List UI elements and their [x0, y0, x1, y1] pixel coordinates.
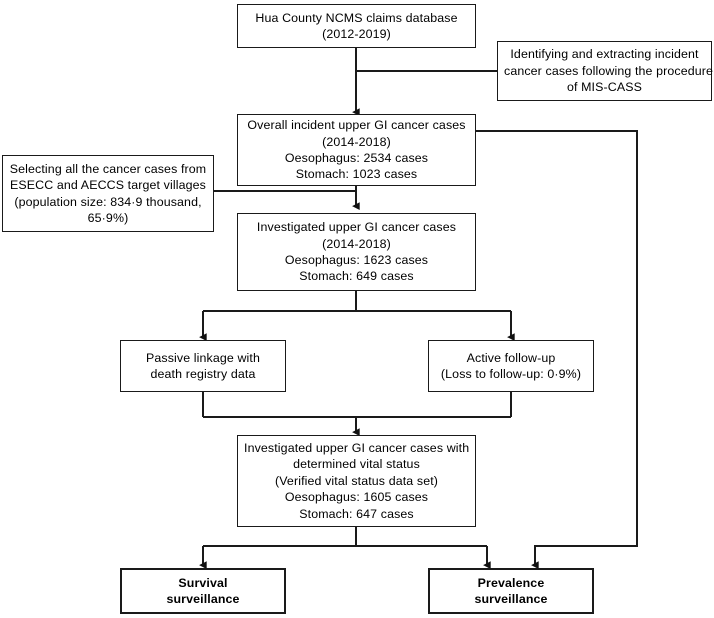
- node-selecting-villages-line-3: (population size: 834·9 thousand,: [14, 194, 202, 209]
- node-investigated-line-4: Stomach: 649 cases: [299, 269, 414, 284]
- node-vital-status-line-2: determined vital status: [293, 457, 420, 472]
- node-database[interactable]: Hua County NCMS claims database (2012-20…: [237, 4, 476, 48]
- node-survival-line-2: surveillance: [166, 592, 240, 606]
- node-selecting-villages-line-2: ESECC and AECCS target villages: [10, 178, 206, 193]
- node-database-line-1: Hua County NCMS claims database: [255, 10, 458, 25]
- node-active-followup[interactable]: Active follow-up (Loss to follow-up: 0·9…: [428, 340, 594, 392]
- node-investigated-line-3: Oesophagus: 1623 cases: [284, 253, 429, 267]
- node-investigated-text: Investigated upper GI cancer cases (2014…: [238, 219, 475, 285]
- node-database-line-2: (2012-2019): [322, 27, 391, 41]
- node-database-text: Hua County NCMS claims database (2012-20…: [238, 10, 475, 43]
- node-prevalence-surveillance[interactable]: Prevalence surveillance: [428, 568, 594, 614]
- node-passive-linkage-line-2: death registry data: [150, 367, 256, 381]
- node-vital-status-text: Investigated upper GI cancer cases with …: [238, 440, 475, 522]
- node-overall-incident-line-3: Oesophagus: 2534 cases: [284, 151, 429, 165]
- node-investigated-line-1: Investigated upper GI cancer cases: [256, 220, 457, 235]
- node-mis-cass-annotation[interactable]: Identifying and extracting incident canc…: [497, 41, 714, 101]
- node-prevalence-line-2: surveillance: [474, 592, 548, 606]
- node-vital-status[interactable]: Investigated upper GI cancer cases with …: [237, 435, 476, 527]
- node-survival-surveillance-text: Survival surveillance: [122, 575, 284, 608]
- node-survival-surveillance[interactable]: Survival surveillance: [120, 568, 286, 614]
- node-selecting-villages-annotation[interactable]: Selecting all the cancer cases from ESEC…: [2, 155, 214, 232]
- node-active-followup-text: Active follow-up (Loss to follow-up: 0·9…: [429, 350, 593, 383]
- node-mis-cass-line-1: Identifying and extracting incident: [510, 47, 699, 62]
- node-prevalence-surveillance-text: Prevalence surveillance: [430, 575, 592, 608]
- node-passive-linkage[interactable]: Passive linkage with death registry data: [120, 340, 286, 392]
- node-passive-linkage-text: Passive linkage with death registry data: [121, 350, 285, 383]
- node-active-followup-line-2: (Loss to follow-up: 0·9%): [440, 367, 582, 381]
- node-survival-line-1: Survival: [178, 575, 228, 590]
- node-investigated[interactable]: Investigated upper GI cancer cases (2014…: [237, 213, 476, 291]
- node-mis-cass-text: Identifying and extracting incident canc…: [498, 46, 714, 95]
- node-vital-status-line-1: Investigated upper GI cancer cases with: [244, 441, 470, 456]
- node-prevalence-line-1: Prevalence: [477, 575, 545, 590]
- node-overall-incident-line-2: (2014-2018): [322, 134, 391, 149]
- node-overall-incident[interactable]: Overall incident upper GI cancer cases (…: [237, 114, 476, 186]
- node-vital-status-line-3: (Verified vital status data set): [274, 473, 439, 488]
- node-overall-incident-line-4: Stomach: 1023 cases: [295, 167, 418, 182]
- node-selecting-villages-text: Selecting all the cancer cases from ESEC…: [3, 161, 213, 227]
- node-investigated-line-2: (2014-2018): [322, 236, 391, 251]
- node-selecting-villages-line-1: Selecting all the cancer cases from: [9, 161, 207, 176]
- node-passive-linkage-line-1: Passive linkage with: [145, 350, 261, 365]
- node-mis-cass-line-3: of MIS-CASS: [566, 80, 643, 95]
- node-vital-status-line-5: Stomach: 647 cases: [299, 506, 414, 521]
- node-overall-incident-line-1: Overall incident upper GI cancer cases: [247, 118, 466, 133]
- node-active-followup-line-1: Active follow-up: [466, 350, 556, 365]
- node-mis-cass-line-2: cancer cases following the procedure: [504, 63, 714, 78]
- node-vital-status-line-4: Oesophagus: 1605 cases: [284, 490, 429, 505]
- node-overall-incident-text: Overall incident upper GI cancer cases (…: [238, 117, 475, 183]
- node-selecting-villages-line-4: 65·9%): [87, 210, 129, 225]
